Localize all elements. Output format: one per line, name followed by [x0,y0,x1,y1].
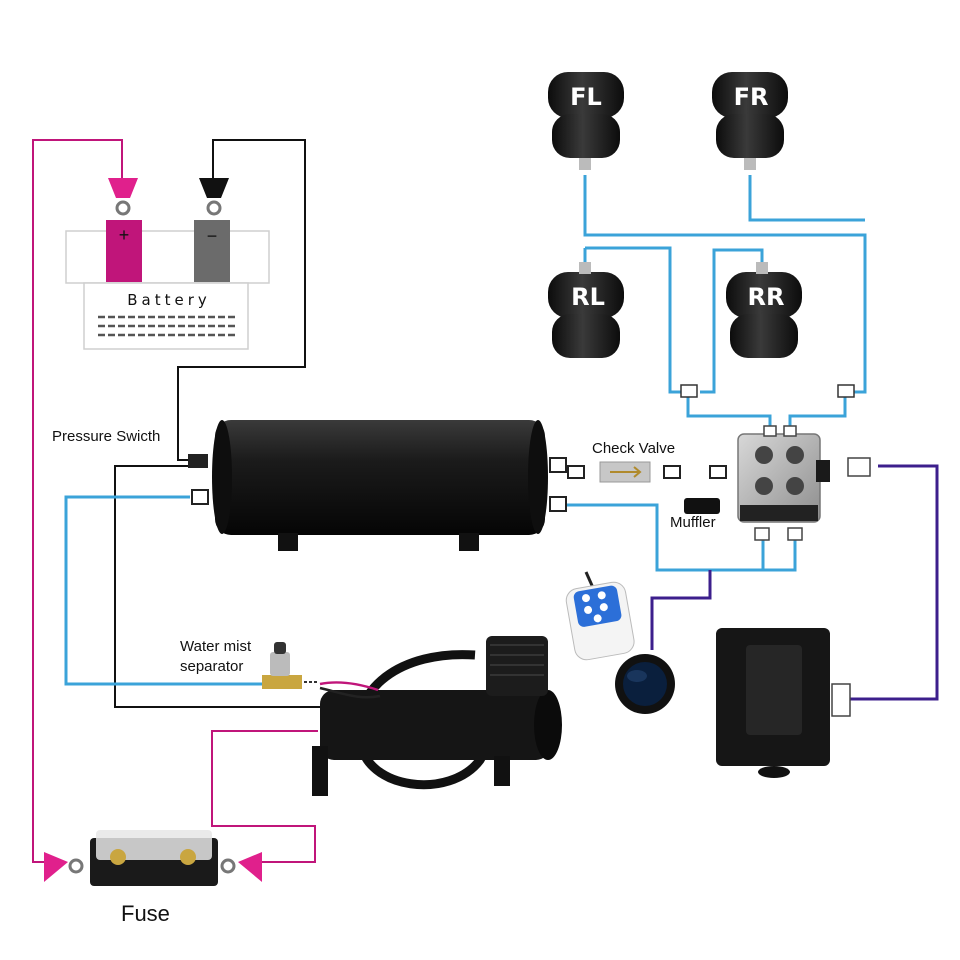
air-tank [188,420,567,551]
check-valve [567,461,727,483]
tee-fittings [680,384,855,398]
bag-label-fl: FL [570,83,602,111]
valve-manifold [737,425,871,541]
battery-label: Battery [127,291,211,309]
water-mist-label-line2: separator [180,658,244,675]
bag-label-rl: RL [571,283,605,311]
air-compressor [312,636,562,796]
air-bag-fr: FR [712,72,788,170]
fuse-holder [44,830,262,886]
pressure-gauge [615,654,675,714]
check-valve-label: Check Valve [592,440,676,457]
negative-sign: − [207,226,218,246]
valve-connector [847,457,871,477]
positive-sign: + [119,225,130,245]
pressure-switch-fitting [188,454,208,468]
positive-terminal [106,220,142,282]
positive-wire [32,139,318,863]
air-lines [64,175,867,686]
control-box [716,628,851,778]
pressure-switch-label: Pressure Swicth [52,428,161,445]
positive-ring-terminal [108,178,138,198]
negative-ring-terminal [199,178,229,198]
water-mist-separator [262,642,318,689]
air-bag-rl: RL [548,262,624,358]
battery: + − Battery [65,178,270,350]
fuse-label: Fuse [121,901,170,926]
muffler [684,498,720,514]
water-mist-label-line1: Water mist [180,638,252,655]
remote-control [565,571,635,661]
muffler-label: Muffler [670,514,716,531]
bag-label-fr: FR [734,83,769,111]
air-bag-rr: RR [726,262,802,358]
control-wires [650,464,939,701]
negative-terminal [194,220,230,282]
air-bag-fl: FL [548,72,624,170]
bag-label-rr: RR [748,283,785,311]
negative-wire [114,139,320,708]
